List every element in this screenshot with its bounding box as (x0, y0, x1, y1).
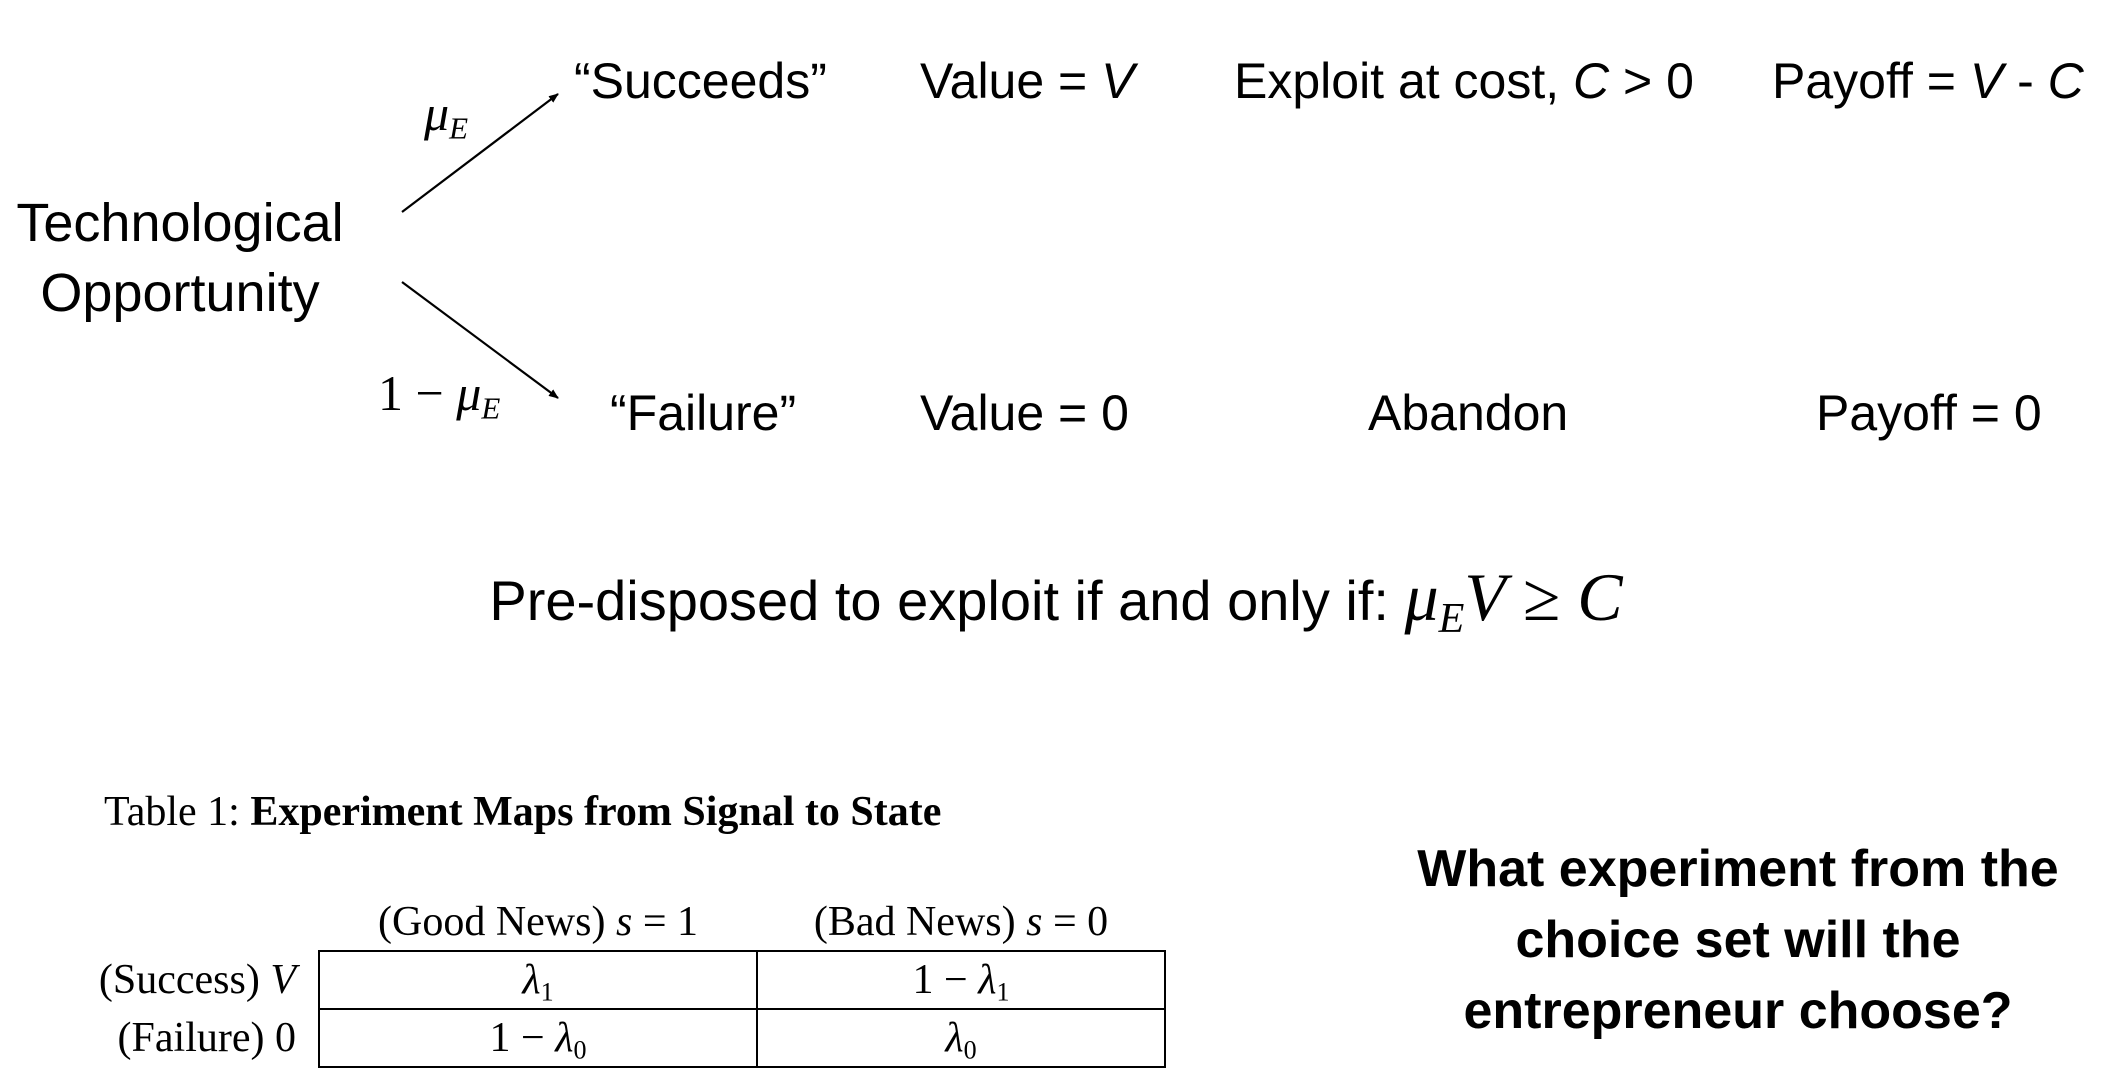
success-state-label: “Succeeds” (574, 53, 827, 109)
table-caption: Table 1: Experiment Maps from Signal to … (104, 789, 942, 835)
success-payoff: Payoff = V - C (1772, 53, 2084, 109)
failure-payoff: Payoff = 0 (1816, 385, 2042, 441)
exploit-condition: Pre-disposed to exploit if and only if: … (489, 559, 1623, 642)
success-probability: μE (424, 85, 469, 146)
row-label-failure: (Failure) 0 (117, 1015, 296, 1061)
success-value: Value = V (920, 53, 1135, 109)
root-node-label: Technological Opportunity (8, 188, 352, 328)
cell-success-bad: 1 − λ1 (756, 950, 1166, 1010)
cell-failure-bad: λ0 (756, 1008, 1166, 1068)
col-header-good-news: (Good News) s = 1 (378, 899, 698, 945)
root-line2: Opportunity (40, 263, 320, 323)
root-line1: Technological (16, 193, 344, 253)
cell-success-good: λ1 (318, 950, 758, 1010)
failure-state-label: “Failure” (610, 385, 797, 441)
failure-value: Value = 0 (920, 385, 1129, 441)
table-row: (Success) V λ1 1 − λ1 (50, 950, 1166, 1010)
failure-action: Abandon (1368, 385, 1569, 441)
col-header-bad-news: (Bad News) s = 0 (813, 899, 1109, 945)
success-action: Exploit at cost, C > 0 (1234, 53, 1694, 109)
cell-failure-good: 1 − λ0 (318, 1008, 758, 1068)
row-label-success: (Success) V (98, 957, 296, 1003)
question-text: What experiment from the choice set will… (1417, 840, 2059, 1040)
table-corner (50, 890, 319, 951)
failure-probability: 1 − μE (378, 365, 501, 426)
table-header-row: (Good News) s = 1 (Bad News) s = 0 (50, 890, 1165, 951)
table-row: (Failure) 0 1 − λ0 λ0 (50, 1008, 1166, 1068)
experiment-table: (Good News) s = 1 (Bad News) s = 0 (Succ… (50, 890, 1166, 1068)
